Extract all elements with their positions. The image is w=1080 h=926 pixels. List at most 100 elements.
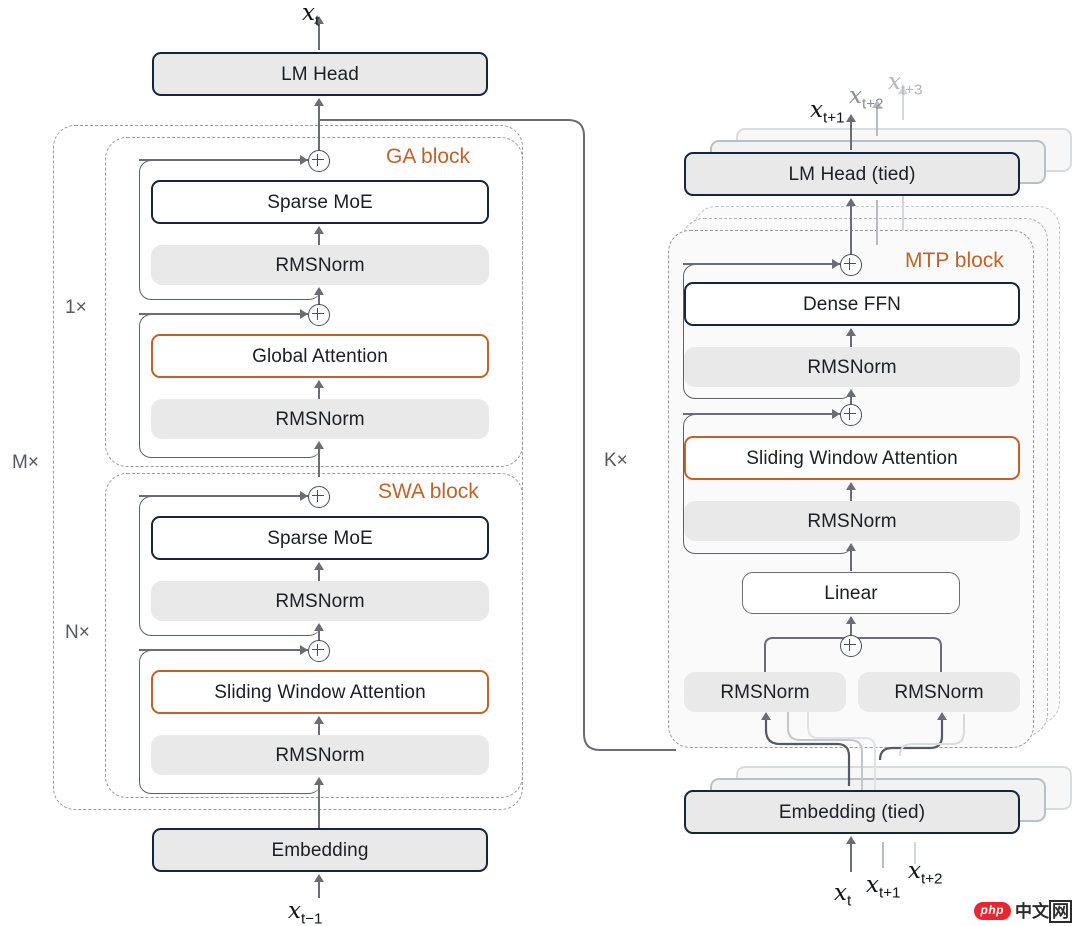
arrowhead-into-rmsnorm-left xyxy=(761,712,771,720)
arrowhead-embedding-to-swa xyxy=(313,777,324,785)
line-mtp-to-lmhead xyxy=(850,204,852,259)
node-dense-ffn[interactable]: Dense FFN xyxy=(684,282,1020,326)
arrowhead-mtp-norm2-to-attn xyxy=(845,482,856,490)
line-ga-plus2-to-norm xyxy=(318,293,320,311)
line-ga-norm2-to-attn xyxy=(318,386,320,404)
arrowhead-mtp-out-2 xyxy=(871,100,882,108)
input-token-xt-1: xt−1 xyxy=(288,898,323,926)
mtp-block-label: MTP block xyxy=(905,249,1004,272)
node-swa-rmsnorm-top: RMSNorm xyxy=(151,581,489,621)
output-token-xt: xt xyxy=(302,0,320,30)
arrowhead-ga-plus2-to-norm xyxy=(313,287,324,295)
node-sliding-window-attention-left[interactable]: Sliding Window Attention xyxy=(151,670,489,714)
node-lm-head[interactable]: LM Head xyxy=(152,52,488,96)
line-plus-to-linear xyxy=(850,622,852,636)
line-mtp-norm-to-ffn xyxy=(850,334,852,350)
trunk-lmhead-in xyxy=(318,104,320,164)
repeat-label-swa: N× xyxy=(65,622,90,643)
arrowhead-input-to-embedding xyxy=(313,874,324,882)
line-embedding-to-swa xyxy=(318,783,320,828)
arrowhead-input-xt xyxy=(845,836,856,844)
output-token-xt1: xt+1 xyxy=(810,97,845,127)
residual-line-ga-moe xyxy=(139,159,308,161)
node-embedding[interactable]: Embedding xyxy=(152,828,488,872)
arrowhead-lmhead-in xyxy=(313,98,324,106)
swa-block-label: SWA block xyxy=(378,480,479,503)
node-ga-sparse-moe[interactable]: Sparse MoE xyxy=(151,180,489,224)
arrowhead-mtp-out-3 xyxy=(897,86,908,94)
node-linear[interactable]: Linear xyxy=(742,572,960,614)
line-mtp-norm2-to-attn xyxy=(850,488,852,504)
node-global-attention[interactable]: Global Attention xyxy=(151,334,489,378)
node-swa-rmsnorm-bottom: RMSNorm xyxy=(151,735,489,775)
line-swa-norm-to-moe xyxy=(318,568,320,586)
arrowhead-swa-norm2-to-attn xyxy=(313,716,324,724)
line-linear-to-mtp xyxy=(850,549,852,571)
input-token-xt1-right: xt+1 xyxy=(866,872,901,902)
arrowhead-into-ga-block xyxy=(313,441,324,449)
arrowhead-swa-plus2-to-norm xyxy=(313,623,324,631)
node-mtp-rmsnorm-top: RMSNorm xyxy=(684,347,1020,387)
arrowhead-linear-to-mtp xyxy=(845,543,856,551)
ga-block-label: GA block xyxy=(386,145,471,168)
plus-mtp-merge xyxy=(840,635,862,657)
plus-ga-moe xyxy=(308,150,330,172)
residual-line-ga-attn xyxy=(139,313,308,315)
arrow-mtp-out-2 xyxy=(876,106,878,136)
residual-line-swa-moe xyxy=(139,495,308,497)
repeat-label-m: M× xyxy=(12,452,39,473)
arrowhead-residual-swa-moe xyxy=(300,490,308,501)
riser-mtp-ghost-2 xyxy=(902,186,904,231)
node-ga-rmsnorm-bottom: RMSNorm xyxy=(151,399,489,439)
plus-ga-attn xyxy=(308,304,330,326)
arrowhead-plus-to-linear xyxy=(845,616,856,624)
line-mtp-plus2-to-norm xyxy=(850,395,852,411)
arrow-mtp-out-3 xyxy=(902,92,904,120)
arrow-mtp-out-1 xyxy=(850,120,852,150)
node-swa-sparse-moe[interactable]: Sparse MoE xyxy=(151,516,489,560)
repeat-label-ga: 1× xyxy=(65,297,87,318)
line-input-xt-to-embedding xyxy=(850,842,852,872)
plus-swa-moe xyxy=(308,486,330,508)
node-sliding-window-attention-mtp[interactable]: Sliding Window Attention xyxy=(684,436,1020,480)
node-lm-head-tied[interactable]: LM Head (tied) xyxy=(684,152,1020,196)
node-mtp-rmsnorm-mid: RMSNorm xyxy=(684,501,1020,541)
arrowhead-mtp-norm-to-ffn xyxy=(845,328,856,336)
arrowhead-mtp-out-1 xyxy=(845,114,856,122)
watermark: php 中文网 xyxy=(973,899,1072,923)
arrowhead-into-rmsnorm-right xyxy=(937,712,947,720)
arrowhead-residual-ga-moe xyxy=(300,154,308,165)
line-ga-norm-to-moe xyxy=(318,232,320,250)
line-input-to-embedding xyxy=(318,880,320,898)
residual-line-swa-attn xyxy=(139,649,308,651)
node-embedding-tied[interactable]: Embedding (tied) xyxy=(684,790,1020,834)
watermark-php-badge: php xyxy=(973,902,1011,920)
arrowhead-residual-mtp-ffn xyxy=(832,258,840,269)
arrowhead-residual-ga-attn xyxy=(300,308,308,319)
watermark-text-b: 网 xyxy=(1049,899,1072,923)
output-token-xt2: xt+2 xyxy=(849,83,884,113)
line-swa-plus2-to-norm xyxy=(318,629,320,647)
input-token-xt2-right: xt+2 xyxy=(908,858,943,888)
watermark-text: 中文网 xyxy=(1015,899,1072,923)
riser-mtp-ghost-1 xyxy=(876,200,878,245)
arrowhead-output xyxy=(313,16,324,24)
watermark-text-a: 中文 xyxy=(1015,901,1049,921)
node-mtp-rmsnorm-left: RMSNorm xyxy=(684,672,846,712)
plus-mtp-attn xyxy=(840,404,862,426)
plus-mtp-ffn xyxy=(840,254,862,276)
residual-line-mtp-ffn xyxy=(683,263,840,265)
arrow-lmhead-to-output xyxy=(318,22,320,50)
line-swa-norm2-to-attn xyxy=(318,722,320,740)
arrowhead-residual-swa-attn xyxy=(300,644,308,655)
arrowhead-ga-norm2-to-attn xyxy=(313,380,324,388)
node-ga-rmsnorm-top: RMSNorm xyxy=(151,245,489,285)
arrowhead-ga-norm-to-moe xyxy=(313,226,324,234)
arrowhead-mtp-plus2-to-norm xyxy=(845,389,856,397)
output-token-xt3: xt+3 xyxy=(888,69,923,99)
node-mtp-rmsnorm-right: RMSNorm xyxy=(858,672,1020,712)
plus-swa-attn xyxy=(308,640,330,662)
arrowhead-residual-mtp-attn xyxy=(832,408,840,419)
line-input-xt1-to-embedding xyxy=(882,842,884,868)
